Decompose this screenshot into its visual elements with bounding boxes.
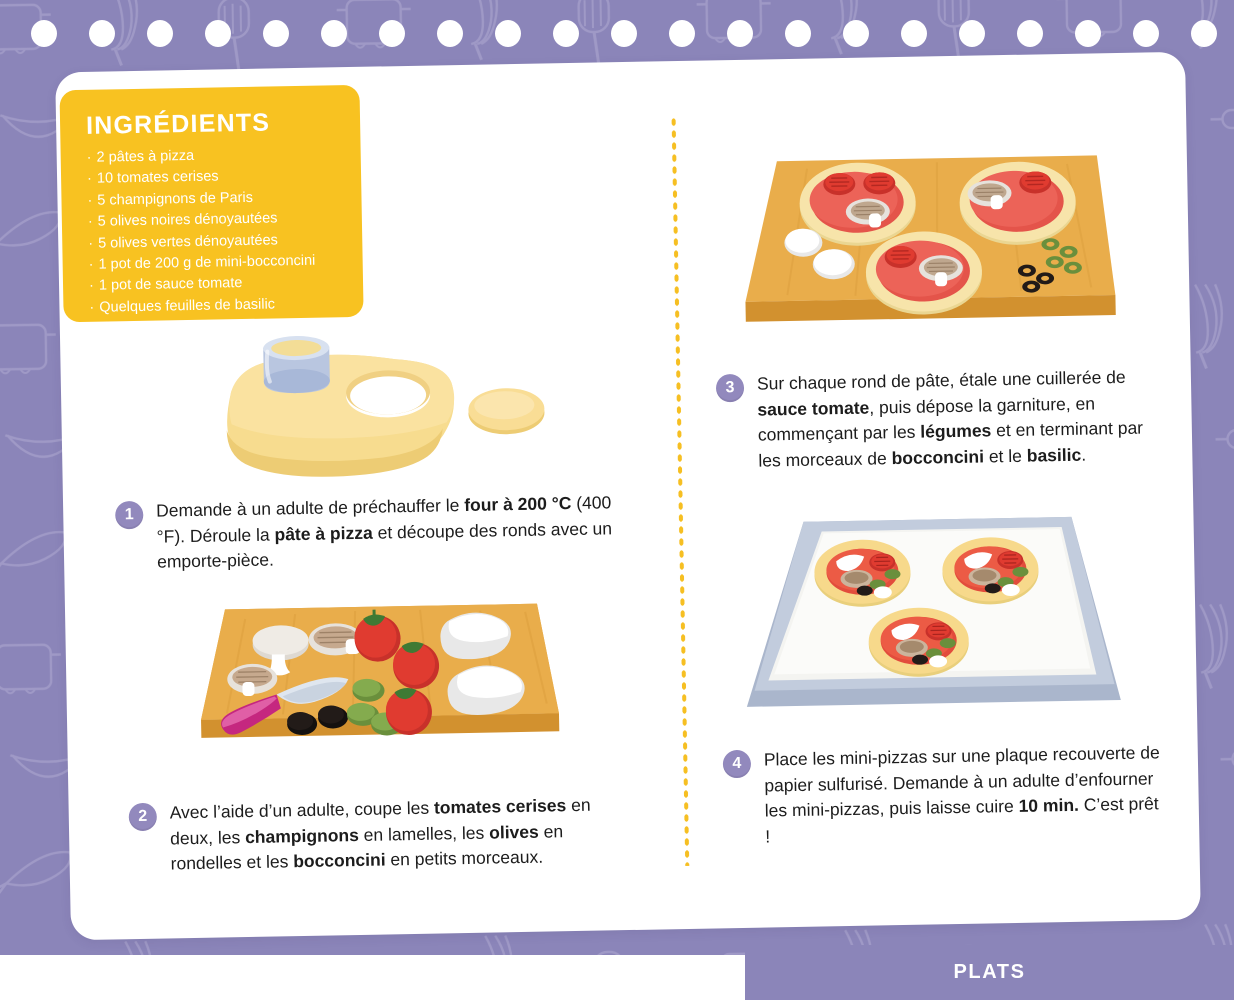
ingredients-list: ·2 pâtes à pizza ·10 tomates cerises ·5 … <box>87 143 354 319</box>
bullet-icon: · <box>86 171 93 188</box>
punch-hole-strip <box>0 0 1234 70</box>
step-text: Demande à un adulte de préchauffer le fo… <box>156 492 613 572</box>
bullet-icon: · <box>88 235 94 252</box>
punch-hole <box>379 20 405 47</box>
bullet-icon: · <box>88 256 94 273</box>
punch-hole <box>959 20 985 47</box>
ingredients-box: INGRÉDIENTS ·2 pâtes à pizza ·10 tomates… <box>59 84 364 323</box>
assembly-board-illustration <box>727 143 1120 340</box>
bullet-icon: · <box>87 192 93 209</box>
punch-hole <box>1017 20 1043 47</box>
punch-hole <box>553 20 579 47</box>
step-text: Avec l’aide d’un adulte, coupe les tomat… <box>169 794 591 874</box>
step-1: 1 Demande à un adulte de préchauffer le … <box>115 490 626 576</box>
punch-hole <box>669 20 695 47</box>
bullet-icon: · <box>86 149 92 166</box>
punch-hole <box>843 20 869 47</box>
ingredient-label: 1 pot de 200 g de mini-bocconcini <box>98 252 316 273</box>
punch-hole <box>205 20 231 47</box>
ingredient-label: 1 pot de sauce tomate <box>98 275 243 295</box>
step-number-badge: 3 <box>715 373 745 403</box>
ingredient-label: 5 olives vertes dénoyautées <box>97 231 278 252</box>
category-label: PLATS <box>953 961 1026 983</box>
column-divider <box>670 116 691 867</box>
punch-hole <box>263 20 289 47</box>
baking-tray-illustration <box>731 508 1130 730</box>
ingredient-label: Quelques feuilles de basilic <box>99 296 276 316</box>
bullet-icon: · <box>89 299 95 316</box>
punch-hole <box>437 20 463 47</box>
step-number-badge: 2 <box>128 802 158 832</box>
ingredient-label: 5 olives noires dénoyautées <box>97 210 278 230</box>
step-4: 4 Place les mini-pizzas sur une plaque r… <box>722 740 1165 850</box>
punch-hole <box>611 20 637 47</box>
footer-white-strip <box>0 955 745 1000</box>
punch-hole <box>321 20 347 47</box>
ingredient-label: 5 champignons de Paris <box>97 189 254 209</box>
punch-hole <box>901 20 927 47</box>
bullet-icon: · <box>88 278 95 295</box>
step-3: 3 Sur chaque rond de pâte, étale une cui… <box>715 364 1148 474</box>
punch-hole <box>89 20 115 47</box>
punch-hole <box>31 20 57 47</box>
ingredient-label: 2 pâtes à pizza <box>96 147 195 166</box>
step-number-badge: 1 <box>115 500 144 530</box>
punch-hole <box>495 20 521 47</box>
dough-with-cutter-illustration <box>195 328 568 485</box>
punch-hole <box>785 20 811 47</box>
ingredient-label: 10 tomates cerises <box>96 168 219 188</box>
punch-hole <box>147 20 173 47</box>
punch-hole <box>727 20 753 47</box>
bullet-icon: · <box>87 213 93 231</box>
step-number-badge: 4 <box>722 749 752 779</box>
punch-hole <box>1133 20 1159 47</box>
step-2: 2 Avec l’aide d’un adulte, coupe les tom… <box>128 792 630 878</box>
ingredients-title: INGRÉDIENTS <box>85 108 271 140</box>
step-text: Place les mini-pizzas sur une plaque rec… <box>763 742 1160 847</box>
step-text: Sur chaque rond de pâte, étale une cuill… <box>756 366 1144 471</box>
recipe-card: INGRÉDIENTS ·2 pâtes à pizza ·10 tomates… <box>55 51 1201 941</box>
punch-hole <box>1075 20 1101 47</box>
category-tab[interactable]: PLATS <box>745 945 1234 1000</box>
cutting-board-illustration <box>185 591 568 768</box>
punch-hole <box>1191 20 1217 47</box>
ingredient-item: ·Quelques feuilles de basilic <box>89 293 353 319</box>
